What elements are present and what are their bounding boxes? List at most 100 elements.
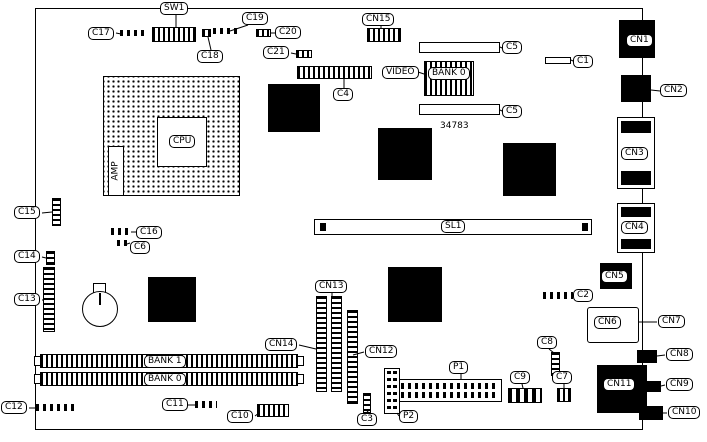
label-cn12: CN12 <box>365 345 398 358</box>
label-cn10: CN10 <box>668 406 701 419</box>
port-cn4-bottom <box>621 239 651 249</box>
part-number: 34783 <box>440 121 469 131</box>
port-cn2 <box>621 75 651 102</box>
label-cn11: CN11 <box>603 378 636 391</box>
label-c3: C3 <box>357 413 378 426</box>
pin-row <box>401 383 499 389</box>
dimm-tab <box>297 356 304 366</box>
connector-cn15 <box>367 28 401 42</box>
port-cn3-bottom <box>621 171 651 185</box>
connector-c9 <box>508 388 542 403</box>
connector-c19 <box>213 28 239 34</box>
amp-label: AMP <box>111 161 122 181</box>
ic-chip <box>388 267 442 322</box>
label-c20: C20 <box>275 26 301 39</box>
label-cn7: CN7 <box>658 315 685 328</box>
connector-cn13-col2 <box>331 296 342 392</box>
label-c17: C17 <box>88 27 114 40</box>
connector-c14 <box>46 251 55 265</box>
label-c9: C9 <box>510 371 531 384</box>
label-c10: C10 <box>227 410 253 423</box>
label-c4: C4 <box>333 88 354 101</box>
port-cn8 <box>637 350 657 363</box>
label-cn13: CN13 <box>315 280 348 293</box>
label-video: VIDEO <box>382 66 419 79</box>
connector-c16 <box>111 228 131 235</box>
connector-c20 <box>256 29 271 37</box>
label-bank0: BANK 0 <box>144 373 186 386</box>
label-bank1: BANK 1 <box>144 355 186 368</box>
pin-column <box>387 371 391 411</box>
label-cn2: CN2 <box>660 84 687 97</box>
dip-switch-sw1 <box>152 27 196 42</box>
label-c12: C12 <box>1 401 27 414</box>
connector-c15 <box>52 198 61 226</box>
dimm-tab <box>297 374 304 384</box>
connector-c5-top <box>419 42 500 53</box>
label-bank0-top: BANK 0 <box>428 67 470 80</box>
label-sl1: SL1 <box>441 220 466 233</box>
label-cpu: CPU <box>169 135 196 148</box>
label-c21: C21 <box>263 46 289 59</box>
port-cn3-top <box>621 121 651 133</box>
connector-c12 <box>36 404 78 411</box>
label-cn15: CN15 <box>362 13 395 26</box>
connector-c18 <box>202 29 211 37</box>
amp-component: AMP <box>108 146 124 196</box>
dimm-tab <box>34 374 41 384</box>
port-cn9 <box>647 381 661 392</box>
label-c8: C8 <box>537 336 558 349</box>
label-p2: P2 <box>399 410 419 423</box>
connector-c10 <box>257 404 289 417</box>
ic-chip <box>148 277 196 322</box>
label-cn3: CN3 <box>621 147 648 160</box>
connector-c7 <box>557 388 571 402</box>
connector-p2 <box>384 368 400 414</box>
connector-c6 <box>117 240 127 246</box>
connector-c13 <box>43 267 55 332</box>
label-c13: C13 <box>14 293 40 306</box>
label-p1: P1 <box>449 361 469 374</box>
connector-cn12-col <box>347 310 358 404</box>
label-c19: C19 <box>242 12 268 25</box>
label-c6: C6 <box>130 241 151 254</box>
label-c16: C16 <box>136 226 162 239</box>
label-cn8: CN8 <box>666 348 693 361</box>
connector-c21 <box>296 50 312 58</box>
label-cn1: CN1 <box>626 34 653 47</box>
slot-sl1-key <box>582 223 588 231</box>
connector-c2 <box>543 292 573 299</box>
connector-c3 <box>363 393 371 413</box>
label-c15: C15 <box>14 206 40 219</box>
connector-cn13-col1 <box>316 296 327 392</box>
label-c18: C18 <box>197 50 223 63</box>
connector-c1 <box>545 57 571 64</box>
connector-c11 <box>195 401 217 408</box>
label-c5-mid: C5 <box>502 105 523 118</box>
port-cn10 <box>639 406 663 420</box>
ic-chip <box>268 84 320 132</box>
label-cn9: CN9 <box>666 378 693 391</box>
connector-c17 <box>120 30 148 36</box>
dimm-tab <box>34 356 41 366</box>
label-c11: C11 <box>162 398 188 411</box>
pin-column <box>393 371 397 411</box>
label-cn14: CN14 <box>265 338 298 351</box>
connector-c4 <box>297 66 372 79</box>
ic-chip <box>503 143 556 196</box>
connector-p1 <box>398 379 502 402</box>
label-cn4: CN4 <box>621 221 648 234</box>
ic-chip <box>378 128 432 180</box>
label-c7: C7 <box>552 371 573 384</box>
label-c14: C14 <box>14 250 40 263</box>
label-c2: C2 <box>573 289 594 302</box>
label-cn6: CN6 <box>594 316 621 329</box>
connector-c5-mid <box>419 104 500 115</box>
slot-sl1-key <box>320 223 326 231</box>
battery-stem <box>99 293 101 305</box>
label-c5-top: C5 <box>502 41 523 54</box>
label-sw1: SW1 <box>160 2 189 15</box>
label-c1: C1 <box>573 55 594 68</box>
pin-row <box>401 392 499 398</box>
